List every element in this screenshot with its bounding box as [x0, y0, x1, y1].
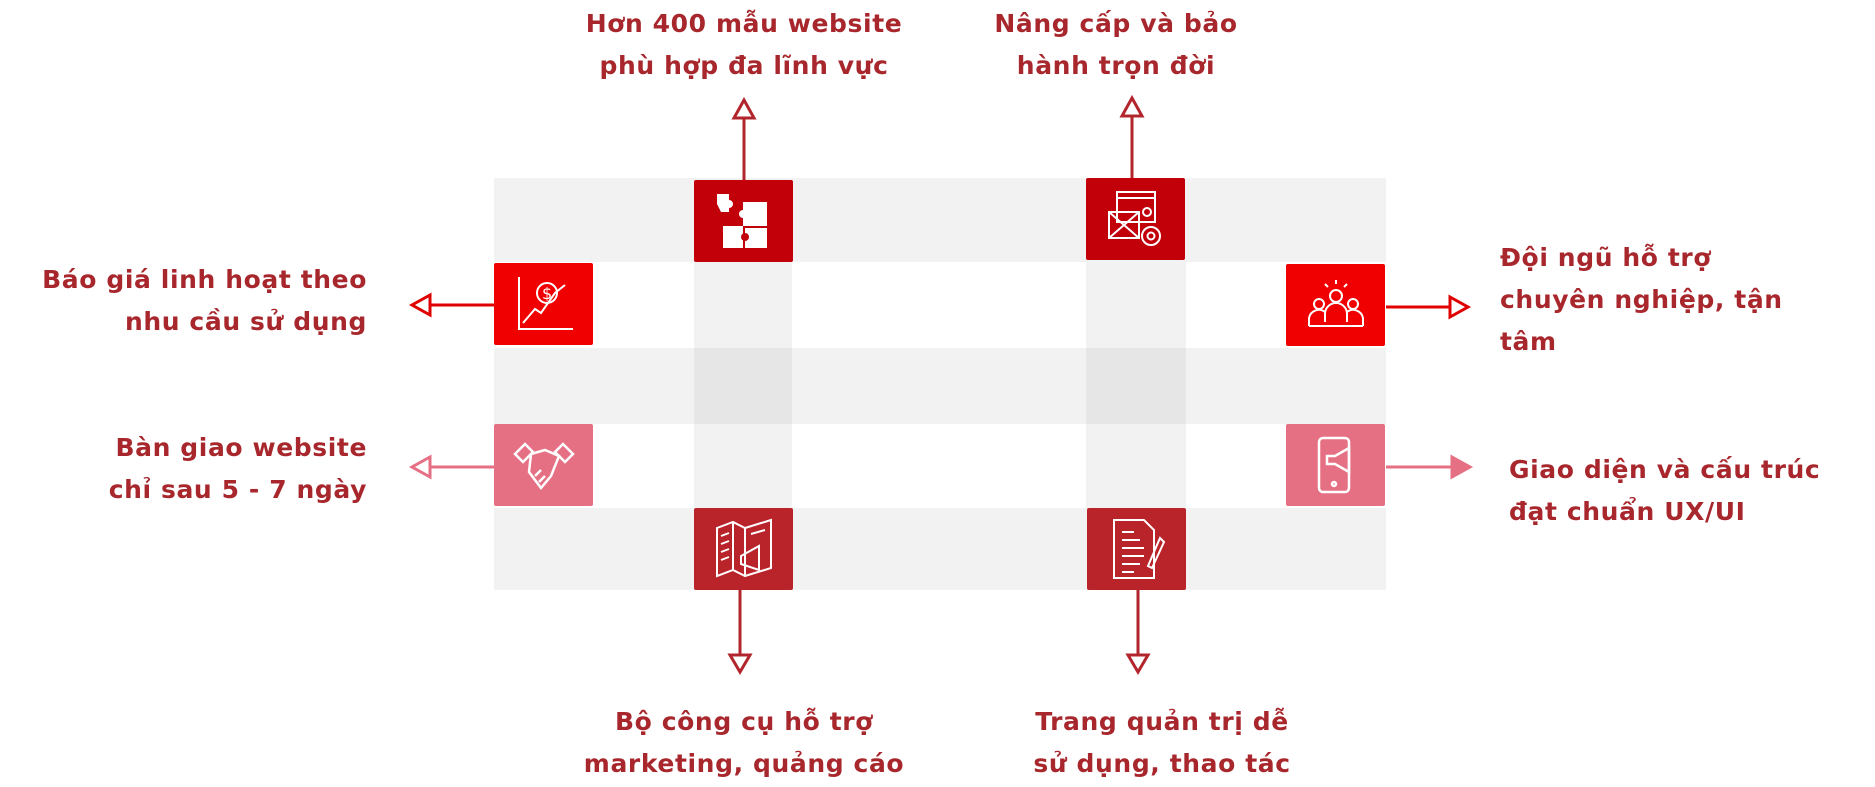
grid-overlap-right: [1086, 348, 1186, 424]
arrow-up-upgrade: [1119, 94, 1145, 178]
tile-marketing: [694, 508, 793, 590]
handshake-icon: [512, 442, 575, 491]
team-icon: [1307, 280, 1364, 327]
arrow-right-uxui: [1386, 454, 1474, 480]
arrow-up-templates: [731, 96, 757, 180]
puzzle-icon: [716, 194, 767, 248]
arrow-left-pricing: [408, 292, 494, 318]
arrow-down-marketing: [727, 590, 753, 675]
tile-upgrade: [1086, 178, 1185, 260]
svg-text:$: $: [542, 284, 552, 303]
grid-row-bottom: [494, 508, 1386, 590]
phone-megaphone-icon: [1317, 436, 1350, 494]
dollar-growth-icon: $: [517, 277, 573, 330]
tile-pricing: $: [494, 263, 593, 345]
grid-row-middle: [494, 348, 1386, 424]
grid-row-top: [494, 178, 1386, 262]
tile-delivery: [494, 424, 593, 506]
email-settings-icon: [1107, 191, 1161, 246]
tile-uxui: [1286, 424, 1385, 506]
tile-templates: [694, 180, 793, 262]
arrow-right-support: [1386, 294, 1472, 320]
brochure-megaphone-icon: [715, 518, 772, 578]
arrow-down-admin: [1125, 590, 1151, 675]
tile-admin: [1087, 508, 1186, 590]
grid-overlap-left: [694, 348, 792, 424]
arrow-left-delivery: [408, 454, 494, 480]
tile-support: [1286, 264, 1385, 346]
document-pen-icon: [1112, 519, 1165, 579]
